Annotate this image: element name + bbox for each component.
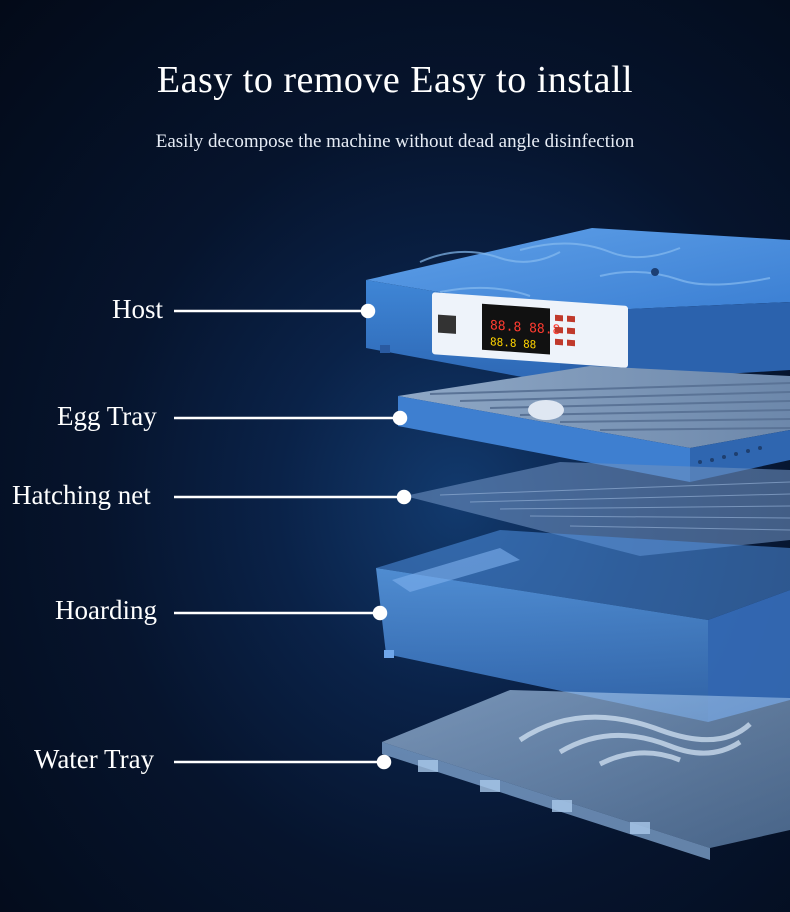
leader-dot-hoarding (372, 605, 388, 621)
label-host: Host (112, 294, 164, 324)
page-title: Easy to remove Easy to install (156, 59, 634, 101)
leader-dot-water-tray (376, 754, 392, 770)
label-hoarding: Hoarding (55, 595, 157, 625)
hoarding-box (376, 530, 790, 722)
water-tray (382, 690, 790, 860)
leader-lines (174, 303, 412, 770)
leader-dot-host (360, 303, 376, 319)
hatching-net (405, 462, 790, 556)
label-water-tray: Water Tray (34, 744, 155, 774)
egg-tray (398, 366, 790, 482)
leader-dot-egg-tray (392, 410, 408, 426)
page-subtitle: Easily decompose the machine without dea… (155, 131, 635, 152)
leader-dot-hatching-net (396, 489, 412, 505)
label-hatching-net: Hatching net (12, 480, 151, 510)
svg-text:88.8 88: 88.8 88 (490, 335, 536, 351)
host-unit: 88.8 88.8 88.8 88 (366, 228, 790, 384)
svg-text:88.8 88.8: 88.8 88.8 (490, 318, 560, 338)
label-egg-tray: Egg Tray (57, 401, 157, 431)
